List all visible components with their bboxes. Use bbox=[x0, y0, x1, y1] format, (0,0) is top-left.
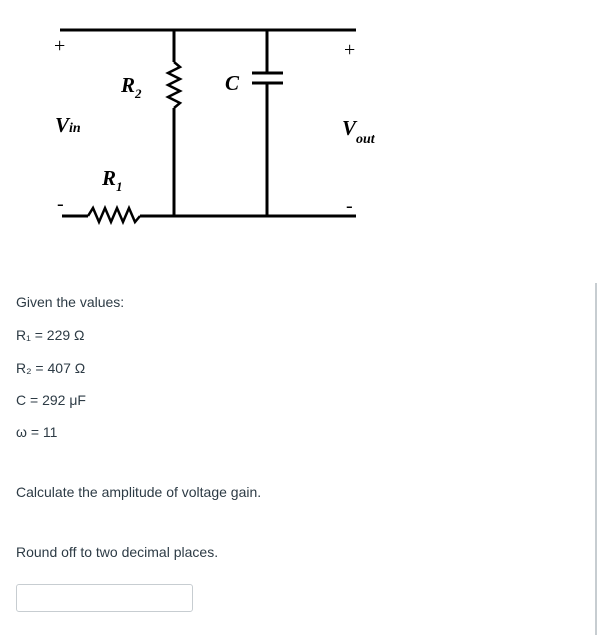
panel-divider bbox=[595, 283, 597, 635]
r2-label: R2 bbox=[120, 73, 142, 101]
r2-resistor bbox=[165, 61, 183, 109]
vout-minus-sign: - bbox=[346, 195, 353, 217]
given-values-heading: Given the values: bbox=[16, 294, 125, 310]
r1-label: R1 bbox=[101, 166, 123, 194]
omega-value: ω = 11 bbox=[16, 424, 58, 440]
vout-plus-sign: + bbox=[344, 39, 355, 61]
c-label: C bbox=[225, 71, 240, 95]
vout-label: Vout bbox=[342, 116, 376, 147]
vin-minus-sign: - bbox=[57, 193, 64, 215]
task-text: Calculate the amplitude of voltage gain. bbox=[16, 484, 262, 500]
answer-input[interactable] bbox=[16, 584, 193, 612]
r2-value: R₂ = 407 Ω bbox=[16, 360, 86, 376]
r1-resistor bbox=[86, 204, 141, 226]
rounding-instruction: Round off to two decimal places. bbox=[16, 544, 219, 560]
vin-plus-sign: + bbox=[54, 35, 65, 57]
r1-value: R₁ = 229 Ω bbox=[16, 327, 85, 343]
circuit-diagram: + + - - Vin Vout R2 R1 C bbox=[54, 28, 376, 226]
vin-label: Vin bbox=[55, 113, 81, 137]
c-value: C = 292 μF bbox=[16, 392, 86, 408]
